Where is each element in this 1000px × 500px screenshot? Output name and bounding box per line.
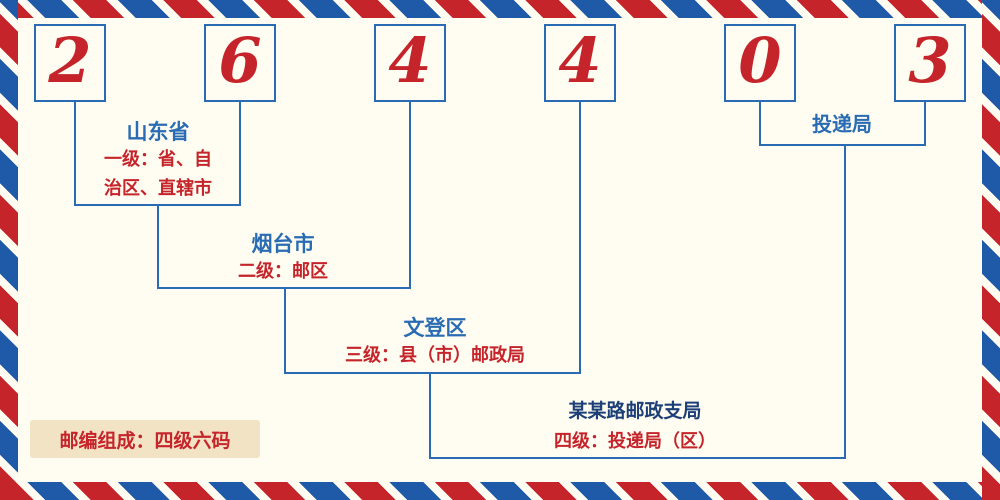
connector-line: [74, 102, 76, 206]
digit-box-6: 3: [894, 24, 966, 102]
digit-1: 2: [48, 24, 92, 97]
connector-line: [239, 102, 241, 206]
label-level2-desc: 二级：邮区: [238, 261, 328, 282]
label-level3-name: 文登区: [403, 316, 467, 340]
label-level1-name: 山东省: [126, 120, 190, 144]
connector-line: [844, 144, 846, 459]
digit-box-3: 4: [374, 24, 446, 102]
composition-note-text: 邮编组成：四级六码: [59, 429, 231, 452]
connector-line: [924, 102, 926, 146]
label-level1-desc-line1: 一级：省、自: [104, 149, 212, 170]
label-level4-name: 某某路邮政支局: [568, 400, 702, 422]
connector-line: [429, 372, 431, 459]
digit-box-1: 2: [34, 24, 106, 102]
airmail-border-right: [982, 0, 1000, 500]
airmail-border-top: [0, 0, 1000, 18]
airmail-border-bottom: [0, 482, 1000, 500]
connector-line: [579, 102, 581, 374]
digit-6: 3: [908, 24, 952, 97]
digit-5: 0: [738, 24, 782, 97]
connector-line: [409, 102, 411, 289]
label-delivery-office: 投递局: [812, 112, 872, 136]
connector-line: [284, 372, 581, 374]
connector-line: [429, 457, 846, 459]
label-level2-name: 烟台市: [251, 232, 315, 256]
connector-line: [157, 204, 159, 289]
digit-box-4: 4: [544, 24, 616, 102]
digit-box-2: 6: [204, 24, 276, 102]
connector-line: [759, 144, 926, 146]
digit-2: 6: [218, 24, 262, 97]
connector-line: [284, 287, 286, 374]
label-level1-desc-line2: 治区、直辖市: [104, 177, 212, 199]
label-level4-desc: 四级：投递局（区）: [554, 431, 716, 452]
composition-note: 邮编组成：四级六码: [30, 420, 260, 458]
connector-line: [759, 102, 761, 146]
digit-4: 4: [558, 24, 602, 97]
label-level3-desc: 三级：县（市）邮政局: [345, 345, 525, 366]
digit-3: 4: [388, 24, 432, 97]
airmail-border-left: [0, 0, 18, 500]
label-level1-desc: 一级：省、自 治区、直辖市: [70, 146, 246, 204]
digit-box-5: 0: [724, 24, 796, 102]
